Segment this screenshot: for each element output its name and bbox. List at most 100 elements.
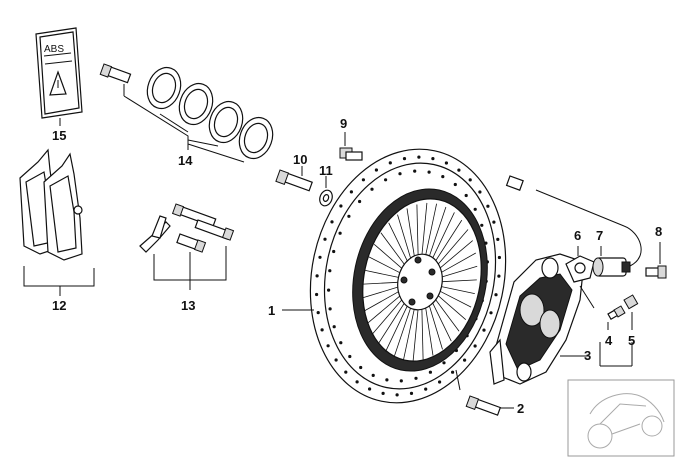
- drill-hole: [381, 391, 385, 395]
- callout-12: 12: [52, 298, 66, 313]
- drill-hole: [494, 293, 498, 297]
- callout-2: 2: [517, 401, 524, 416]
- disc-spoke: [367, 295, 401, 324]
- disc-spoke: [412, 309, 419, 362]
- part-bleed-nipple-4: [607, 305, 626, 321]
- drill-hole: [431, 157, 435, 161]
- disc-spoke: [397, 214, 411, 259]
- callout-8: 8: [655, 224, 662, 239]
- callout-4: 4: [605, 333, 613, 348]
- disc-spoke: [442, 279, 477, 283]
- disc-spoke: [373, 243, 403, 269]
- callout-14: 14: [178, 153, 193, 168]
- callout-7: 7: [596, 228, 603, 243]
- callout-10: 10: [293, 152, 307, 167]
- part-screw-2: [465, 395, 502, 416]
- disc-spoke: [393, 308, 411, 358]
- disc-spoke: [435, 219, 463, 261]
- abs-label-text: ABS: [44, 44, 64, 55]
- disc-spoke: [380, 232, 405, 265]
- drill-hole: [371, 373, 375, 377]
- disc-spoke: [362, 286, 398, 299]
- drill-hole: [457, 168, 461, 172]
- disc-spoke: [441, 252, 476, 273]
- drill-hole: [402, 157, 407, 161]
- drill-hole: [385, 378, 389, 382]
- drill-hole: [374, 168, 378, 172]
- drill-hole: [344, 370, 348, 374]
- disc-spoke: [437, 229, 469, 265]
- disc-spoke: [435, 299, 460, 332]
- drill-hole: [339, 341, 343, 345]
- drill-hole: [424, 387, 428, 391]
- disc-spoke: [403, 309, 415, 361]
- drill-hole: [428, 370, 432, 374]
- part-brake-pads: [19, 148, 83, 261]
- disc-spoke: [440, 290, 472, 308]
- drill-hole: [482, 328, 486, 332]
- drill-hole: [441, 175, 445, 179]
- drill-hole: [328, 269, 332, 273]
- callout-6: 6: [574, 228, 581, 243]
- disc-spoke: [406, 208, 415, 257]
- drill-hole: [451, 370, 455, 374]
- drill-hole: [320, 328, 324, 332]
- drill-hole: [409, 391, 414, 395]
- drill-hole: [486, 204, 490, 208]
- part-washer-11: [319, 189, 333, 207]
- part-brake-disc: [309, 148, 507, 404]
- disc-spoke: [439, 240, 473, 269]
- drill-hole: [347, 214, 351, 218]
- drill-hole: [361, 178, 365, 182]
- drill-hole: [427, 170, 431, 174]
- drill-hole: [338, 231, 342, 235]
- drill-hole: [368, 387, 372, 391]
- drill-hole: [370, 187, 374, 191]
- callout-5: 5: [628, 333, 635, 348]
- disc-spoke: [388, 222, 408, 262]
- disc-spoke: [377, 303, 405, 345]
- disc-spoke: [429, 206, 447, 256]
- drill-hole: [384, 178, 388, 182]
- drill-hole: [339, 204, 343, 208]
- callout-1: 1: [268, 303, 275, 318]
- drill-hole: [349, 190, 353, 194]
- callout-15: 15: [52, 128, 66, 143]
- drill-hole: [473, 207, 477, 211]
- motorcycle-thumbnail: [567, 379, 675, 457]
- drill-hole: [328, 307, 332, 311]
- drill-hole: [496, 237, 500, 241]
- disc-spoke: [371, 299, 403, 335]
- part-screw-9: [339, 147, 363, 161]
- callout-9: 9: [340, 116, 347, 131]
- disc-spoke: [365, 270, 399, 278]
- drill-hole: [316, 311, 320, 315]
- part-abs-label: ABS: [35, 27, 83, 119]
- drill-hole: [326, 344, 330, 348]
- disc-spoke: [363, 281, 398, 285]
- drill-hole: [414, 376, 418, 380]
- part-abs-sensor-7: [505, 175, 642, 277]
- disc-spoke: [425, 203, 437, 255]
- disc-spoke: [429, 305, 443, 350]
- drill-hole: [497, 274, 501, 278]
- drill-hole: [489, 311, 493, 315]
- part-cap-5: [623, 294, 639, 310]
- drill-hole: [444, 161, 448, 165]
- disc-spoke: [385, 306, 408, 352]
- drill-hole: [492, 220, 496, 224]
- part-gasket-6: [565, 255, 595, 283]
- drill-hole: [398, 172, 402, 176]
- drill-hole: [332, 249, 336, 254]
- drill-hole: [315, 274, 319, 278]
- drill-hole: [497, 255, 501, 260]
- callout-11: 11: [319, 163, 333, 178]
- drill-hole: [388, 161, 392, 165]
- drill-hole: [399, 379, 403, 383]
- drill-hole: [359, 365, 363, 370]
- disc-drill-holes: [315, 155, 501, 397]
- drill-hole: [327, 288, 331, 292]
- disc-spoke: [421, 202, 428, 255]
- part-seal-rings: [99, 63, 274, 160]
- disc-spoke: [416, 204, 419, 255]
